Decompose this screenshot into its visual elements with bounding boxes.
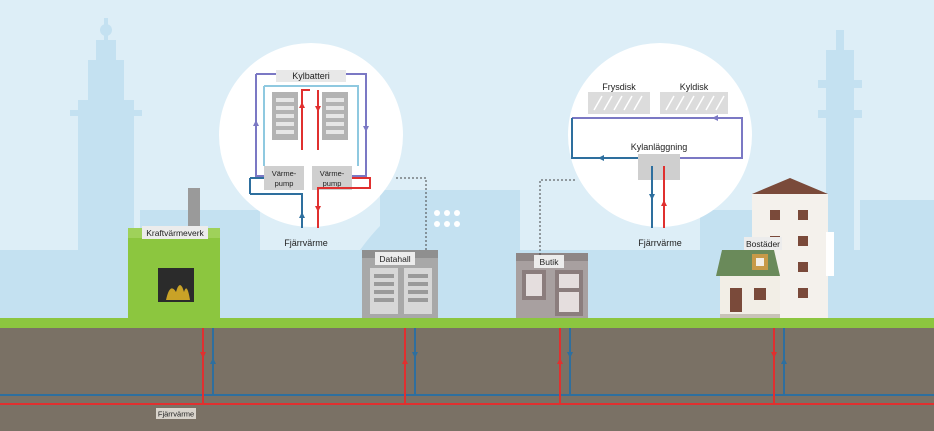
bostader-buildings: Bostäder — [716, 178, 834, 318]
varmepump-1-line1: Värme- — [272, 169, 297, 178]
kylbatteri-label: Kylbatteri — [292, 71, 330, 81]
svg-text:Fjärrvärme: Fjärrvärme — [158, 410, 194, 419]
datahall-zoom-connector — [394, 177, 427, 250]
butik-zoom-circle: Frysdisk Kyldisk Kylanläggning Fjärrvärm… — [568, 43, 752, 248]
datahall-label: Datahall — [379, 254, 410, 264]
underground — [0, 328, 934, 431]
datahall-zoom-circle: Kylbatteri Värme- pump Värme- pump Fjärr… — [219, 43, 403, 248]
butik-building: Butik — [516, 253, 588, 318]
varmepump-2-line2: pump — [323, 179, 342, 188]
ground-fjarrvarme-tag: Fjärrvärme — [156, 408, 196, 419]
fjarrvarme-right-label: Fjärrvärme — [638, 238, 682, 248]
bostader-label: Bostäder — [746, 239, 780, 249]
varmepump-1-line2: pump — [275, 179, 294, 188]
fjarrvarme-left-label: Fjärrvärme — [284, 238, 328, 248]
datahall-building: Datahall — [362, 250, 438, 318]
butik-label: Butik — [540, 257, 560, 267]
kylanlaggning-label: Kylanläggning — [631, 142, 688, 152]
frysdisk-label: Frysdisk — [602, 82, 636, 92]
dome-windows — [434, 210, 460, 227]
kyldisk-label: Kyldisk — [680, 82, 709, 92]
varmepump-2-line1: Värme- — [320, 169, 345, 178]
grass-strip — [0, 318, 934, 328]
kraftvarmeverk-label: Kraftvärmeverk — [146, 228, 204, 238]
building-connections — [200, 328, 787, 404]
butik-zoom-connector — [539, 179, 576, 255]
kraftvarmeverk-building: Kraftvärmeverk — [128, 188, 220, 318]
